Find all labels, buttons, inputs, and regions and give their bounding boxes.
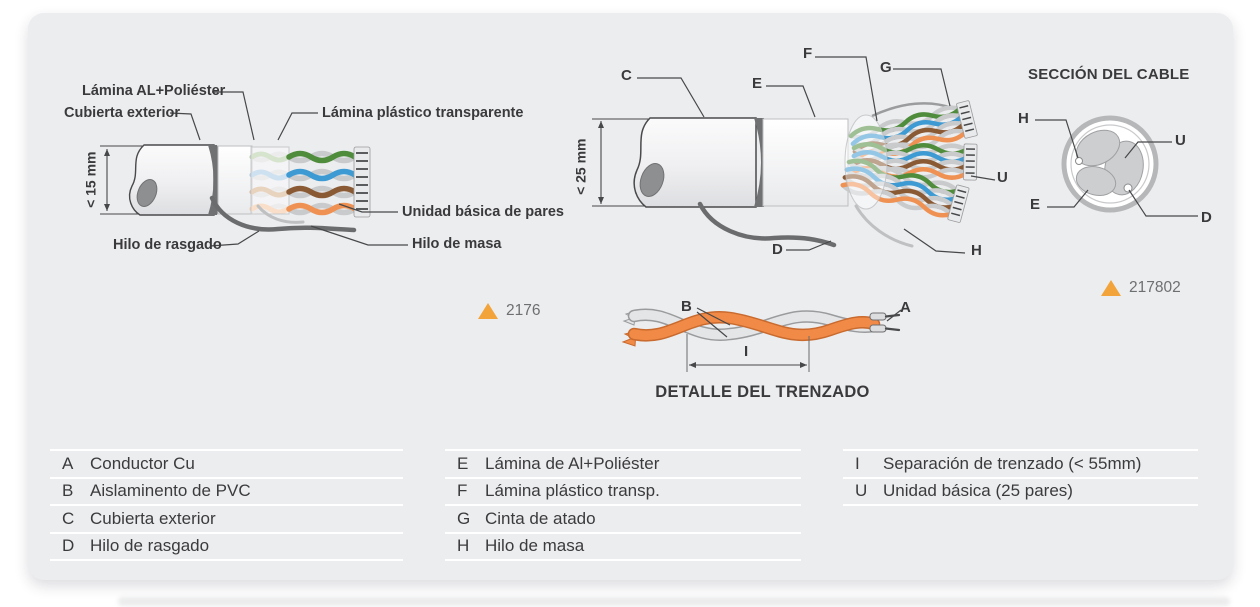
label-unidad-basica: Unidad básica de pares bbox=[402, 204, 564, 220]
legend-row: I Separación de trenzado (< 55mm) bbox=[843, 449, 1198, 477]
reference-badge-217802: 217802 bbox=[1101, 279, 1181, 297]
cross-section-title: SECCIÓN DEL CABLE bbox=[1028, 66, 1190, 83]
legend-letter: D bbox=[62, 536, 75, 556]
callout-g: G bbox=[880, 59, 892, 76]
legend-row: A Conductor Cu bbox=[50, 449, 403, 477]
label-dimension-25mm: < 25 mm bbox=[572, 138, 589, 195]
label-dimension-15mm: < 15 mm bbox=[82, 151, 99, 208]
triangle-marker-icon bbox=[478, 303, 498, 319]
legend-text: Aislaminento de PVC bbox=[90, 481, 251, 501]
cropped-next-section-edge bbox=[118, 597, 1230, 606]
legend-row: E Lámina de Al+Poliéster bbox=[445, 449, 801, 477]
cross-callout-e: E bbox=[1030, 196, 1041, 213]
legend-text: Lámina plástico transp. bbox=[485, 481, 660, 501]
label-hilo-masa: Hilo de masa bbox=[412, 236, 502, 252]
legend-text: Conductor Cu bbox=[90, 453, 195, 473]
callout-e: E bbox=[752, 75, 763, 92]
reference-number: 2176 bbox=[506, 302, 541, 319]
callout-c: C bbox=[621, 67, 632, 84]
legend-letter: G bbox=[457, 508, 471, 528]
label-hilo-rasgado: Hilo de rasgado bbox=[113, 237, 222, 253]
legend-text: Hilo de rasgado bbox=[90, 536, 210, 556]
legend-row: D Hilo de rasgado bbox=[50, 531, 403, 561]
legend-row: C Cubierta exterior bbox=[50, 504, 403, 532]
callout-h: H bbox=[971, 242, 982, 259]
legend-text: Separación de trenzado (< 55mm) bbox=[883, 453, 1142, 473]
callout-u: U bbox=[997, 169, 1008, 186]
legend-text: Unidad básica (25 pares) bbox=[883, 481, 1073, 501]
legend-column-3: I Separación de trenzado (< 55mm) U Unid… bbox=[843, 449, 1198, 506]
legend-letter: U bbox=[855, 481, 868, 501]
legend-letter: H bbox=[457, 536, 470, 556]
legend-column-1: A Conductor Cu B Aislaminento de PVC C C… bbox=[50, 449, 403, 561]
cross-callout-u: U bbox=[1175, 132, 1186, 149]
label-lamina-al: Lámina AL+Poliéster bbox=[82, 83, 226, 99]
label-lamina-plastico: Lámina plástico transparente bbox=[322, 105, 524, 121]
callout-f: F bbox=[803, 45, 813, 62]
legend-letter: C bbox=[62, 508, 75, 528]
legend-row: H Hilo de masa bbox=[445, 531, 801, 561]
cross-callout-d: D bbox=[1201, 209, 1212, 226]
legend-letter: I bbox=[855, 453, 860, 473]
callout-d: D bbox=[772, 241, 783, 258]
legend-row: B Aislaminento de PVC bbox=[50, 476, 403, 505]
twist-callout-i: I bbox=[744, 343, 749, 360]
legend-row: U Unidad básica (25 pares) bbox=[843, 476, 1198, 506]
label-cubierta-exterior: Cubierta exterior bbox=[64, 105, 181, 121]
legend-text: Hilo de masa bbox=[485, 536, 585, 556]
twist-callout-b: B bbox=[681, 298, 692, 315]
legend-text: Cubierta exterior bbox=[90, 508, 216, 528]
twist-callout-a: A bbox=[900, 299, 911, 316]
legend-text: Cinta de atado bbox=[485, 508, 596, 528]
twist-detail-title: DETALLE DEL TRENZADO bbox=[655, 383, 870, 401]
legend-column-2: E Lámina de Al+Poliéster F Lámina plásti… bbox=[445, 449, 801, 561]
triangle-marker-icon bbox=[1101, 280, 1121, 296]
legend-row: F Lámina plástico transp. bbox=[445, 476, 801, 505]
legend-row: G Cinta de atado bbox=[445, 504, 801, 532]
legend-letter: A bbox=[62, 453, 74, 473]
legend-text: Lámina de Al+Poliéster bbox=[485, 453, 660, 473]
reference-badge-2176: 2176 bbox=[478, 302, 540, 320]
cross-callout-h: H bbox=[1018, 110, 1029, 127]
legend-letter: B bbox=[62, 481, 74, 501]
legend-letter: E bbox=[457, 453, 469, 473]
reference-number: 217802 bbox=[1129, 279, 1181, 296]
legend-letter: F bbox=[457, 481, 468, 501]
